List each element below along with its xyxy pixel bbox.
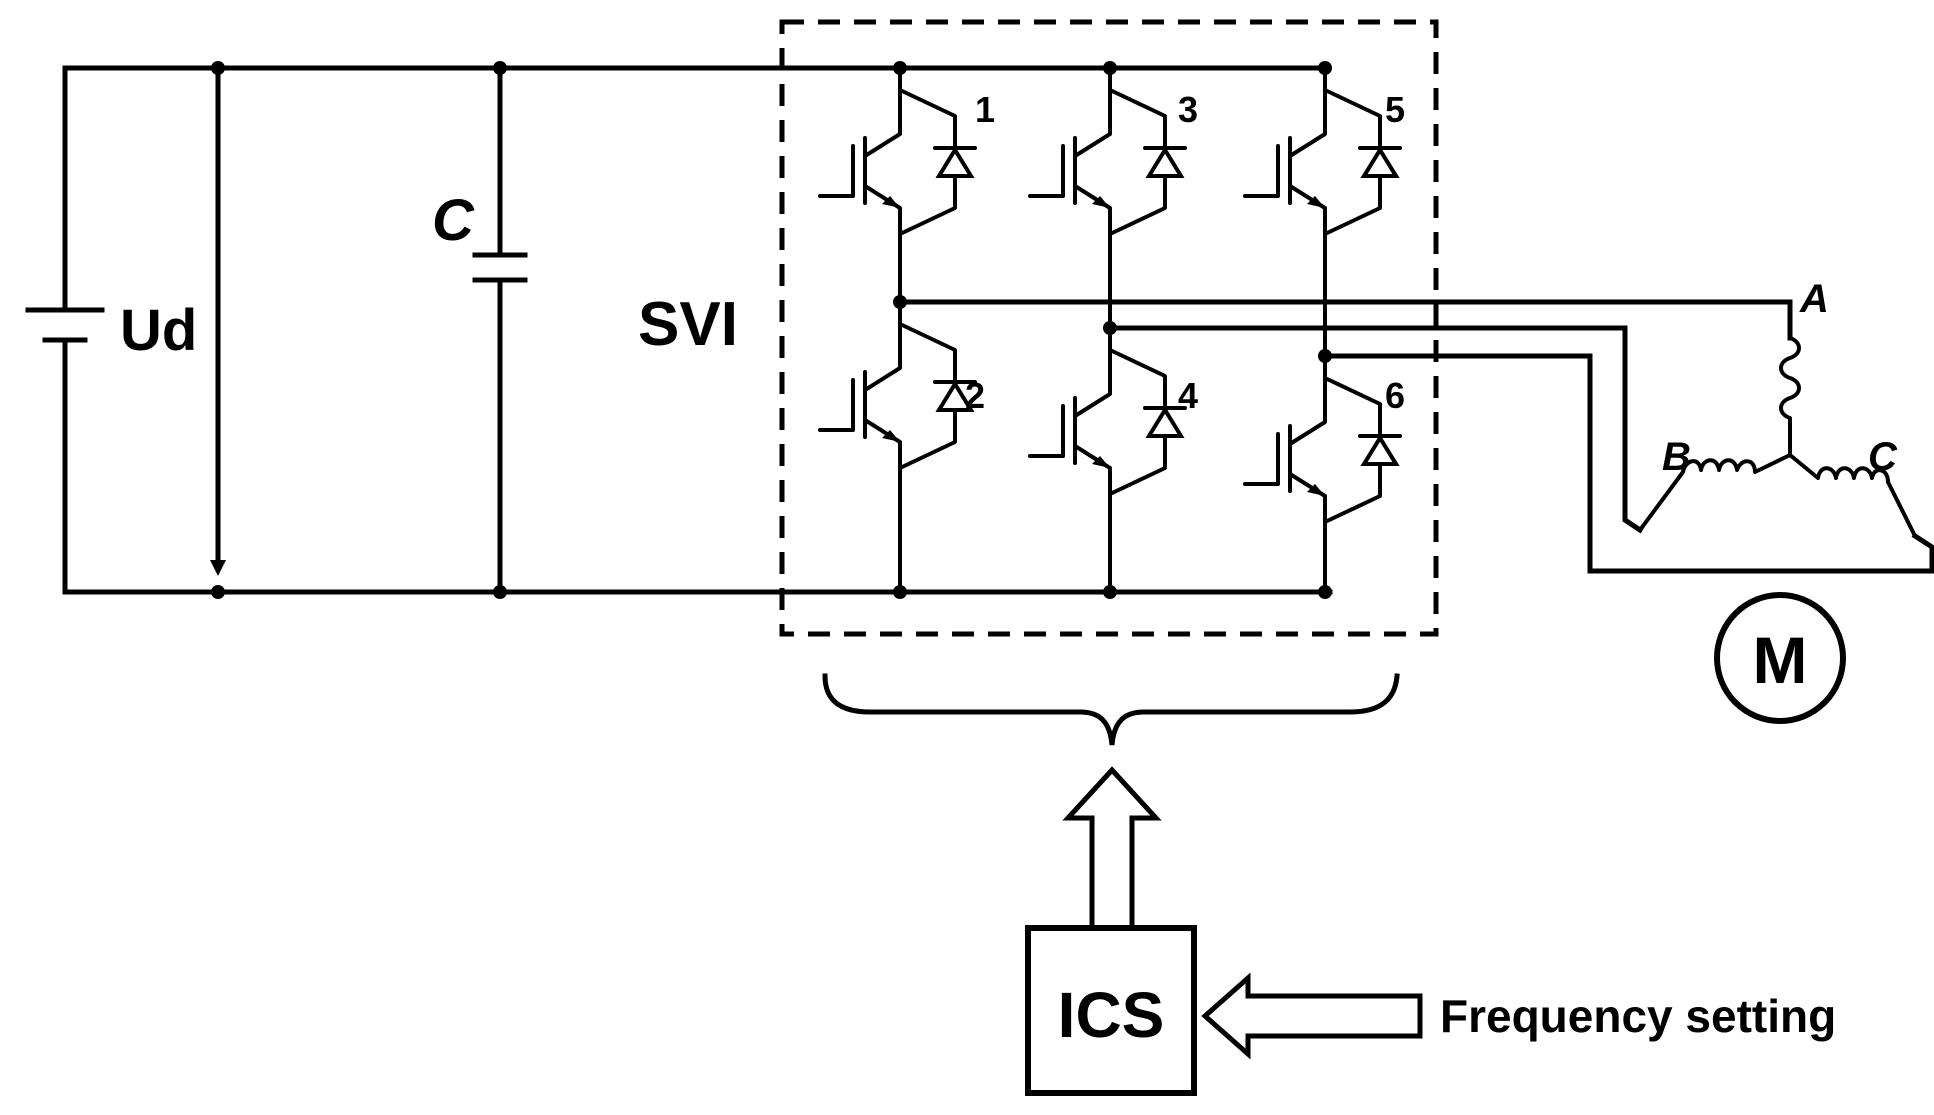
phase-label-a: A [1799,277,1829,321]
igbt-body [1028,66,1167,330]
svi-enclosure [779,19,1439,637]
switch-label-1: 1 [975,89,995,130]
diode-symbol [935,380,975,412]
frequency-input-arrow [1201,972,1423,1060]
igbt-switch-5 [1243,66,1402,358]
svi-label: SVI [638,290,738,359]
bus-junction [1318,585,1332,599]
switch-label-5: 5 [1385,89,1405,130]
output-wiring [893,295,1934,574]
switch-label-6: 6 [1385,375,1405,416]
emitter-arrow [1307,196,1325,208]
igbt-switch-1 [818,66,977,304]
ud-label: Ud [120,298,197,363]
diode-symbol [1360,434,1400,466]
phase-label-c: C [1868,435,1898,479]
emitter-arrow [1092,196,1110,208]
igbt-switches [818,61,1402,599]
motor-label: M [1753,623,1808,697]
igbt-body [1243,66,1382,358]
diode-symbol [1360,146,1400,178]
bus-junction [1103,585,1117,599]
frequency-setting-label: Frequency setting [1440,990,1836,1042]
motor-windings [1638,336,1917,538]
igbt-body [1243,354,1382,594]
diode-symbol [1145,406,1185,438]
ics-box [1025,925,1197,1096]
bus-junction [893,61,907,75]
igbt-switch-4 [1028,326,1187,594]
motor-symbol [1714,592,1846,724]
switch-label-3: 3 [1178,89,1198,130]
ics-label: ICS [1058,979,1165,1051]
bus-junction [1103,61,1117,75]
bus-junction [1318,61,1332,75]
switch-label-2: 2 [965,375,985,416]
emitter-arrow [1307,484,1325,496]
phase-label-b: B [1662,435,1691,479]
emitter-arrow [882,196,900,208]
igbt-switch-3 [1028,66,1187,330]
control-arrow-up [1062,766,1162,927]
probe-arrow [210,560,226,576]
gate-drive-brace [822,673,1400,927]
igbt-body [818,300,957,594]
igbt-switch-6 [1243,354,1402,594]
capacitor-label: C [432,188,475,253]
igbt-switch-2 [818,300,977,594]
diode-symbol [935,146,975,178]
bus-junction [893,585,907,599]
diode-symbol [1145,146,1185,178]
emitter-arrow [1092,456,1110,468]
emitter-arrow [882,430,900,442]
igbt-body [818,66,957,304]
switch-label-4: 4 [1178,375,1198,416]
